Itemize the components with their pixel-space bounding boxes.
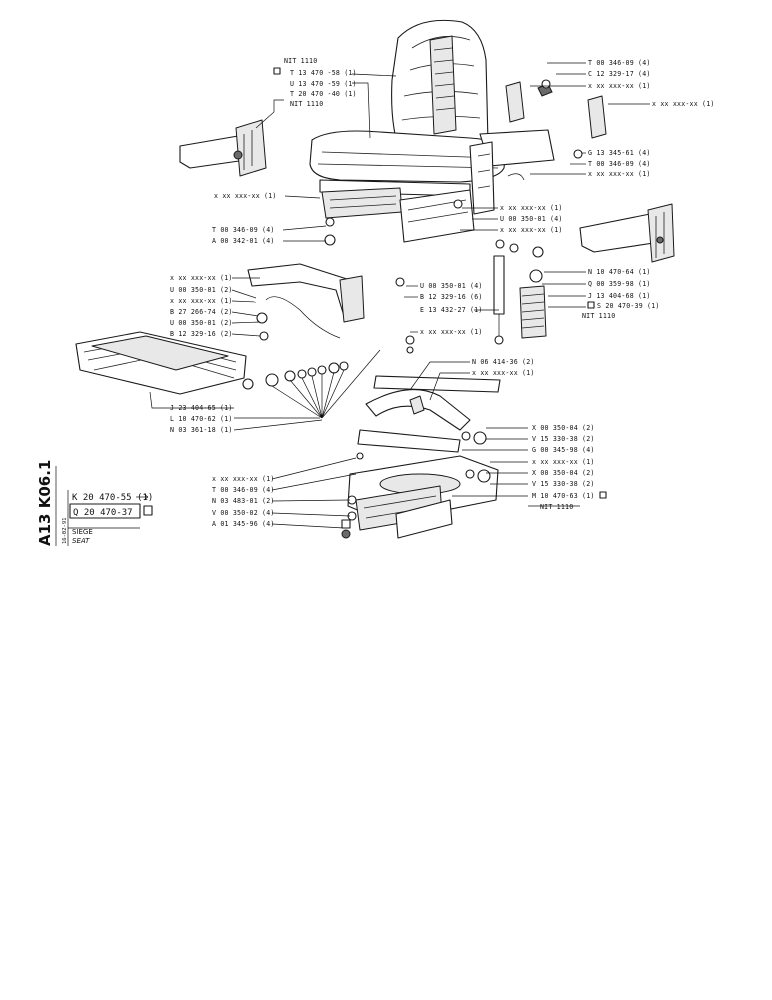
callout-c27: x xx xxx-xx (1) bbox=[500, 226, 563, 234]
callout-c19: C 12 329-17 (4) bbox=[588, 70, 651, 78]
caption-fr: SIEGE bbox=[72, 528, 93, 536]
callout-leaders bbox=[149, 62, 650, 529]
callout-c50: V 00 350-02 (4) bbox=[212, 509, 275, 517]
ref-kit: Q 20 470-37 bbox=[73, 508, 133, 518]
small-brackets bbox=[505, 81, 607, 139]
callout-c28: N 10 470-64 (1) bbox=[588, 268, 651, 276]
callout-c22: G 13 345-61 (4) bbox=[588, 149, 651, 157]
scissor-mechanism bbox=[357, 375, 501, 453]
callout-c51: A 01 345-96 (4) bbox=[212, 520, 275, 528]
callout-c43: X 00 350-04 (2) bbox=[532, 469, 595, 477]
callout-c03: U 13 470 -59 (1) bbox=[290, 80, 357, 88]
callout-c24: x xx xxx-xx (1) bbox=[588, 170, 651, 178]
callout-c12: B 27 266-74 (2) bbox=[170, 308, 233, 316]
swivel-plate bbox=[341, 455, 499, 539]
callout-c49: N 03 483-01 (2) bbox=[212, 497, 275, 505]
callout-c26: U 00 350-01 (4) bbox=[500, 215, 563, 223]
back-bracket bbox=[469, 129, 555, 215]
callout-c30: J 13 404-68 (1) bbox=[588, 292, 651, 300]
callout-labels: NIT 1110 T 13 470 -58 (1) U 13 470 -59 (… bbox=[170, 57, 715, 528]
callout-c13: U 00 350-01 (2) bbox=[170, 319, 233, 327]
callout-c41: G 00 345-98 (4) bbox=[532, 446, 595, 454]
callout-c18: T 00 346-09 (4) bbox=[588, 59, 651, 67]
callout-c33: U 00 350-01 (4) bbox=[420, 282, 483, 290]
date-stamp: 16-02-91 bbox=[62, 518, 68, 545]
ref-main: K 20 470-55 (1) bbox=[72, 493, 153, 503]
callout-c29: Q 00 359-98 (1) bbox=[588, 280, 651, 288]
callout-c14: B 12 329-16 (2) bbox=[170, 330, 233, 338]
callout-c06: x xx xxx-xx (1) bbox=[214, 192, 277, 200]
callout-c07: T 00 346-09 (4) bbox=[212, 226, 275, 234]
callout-c17: N 03 361-18 (1) bbox=[170, 426, 233, 434]
callout-c21: x xx xxx-xx (1) bbox=[652, 100, 715, 108]
callout-c25: x xx xxx-xx (1) bbox=[500, 204, 563, 212]
callout-c40: V 15 330-38 (2) bbox=[532, 435, 595, 443]
armrest-right bbox=[579, 203, 675, 263]
bolt-fan-leaders bbox=[271, 349, 381, 419]
callout-c01: NIT 1110 bbox=[284, 57, 317, 65]
title-block: A13 K06.1 16-02-91 K 20 470-55 (1) Q 20 … bbox=[36, 460, 153, 546]
callout-c31: S 20 470-39 (1) bbox=[597, 302, 660, 310]
left-frame-bracket bbox=[247, 263, 365, 339]
callout-c42: x xx xxx-xx (1) bbox=[532, 458, 595, 466]
page-code: A13 K06.1 bbox=[36, 460, 54, 546]
callout-c08: A 00 342-01 (4) bbox=[212, 237, 275, 245]
callout-c04: T 20 470 -40 (1) bbox=[290, 90, 357, 98]
callout-c16: L 10 470-62 (1) bbox=[170, 415, 233, 423]
slide-rails bbox=[321, 187, 475, 243]
callout-c20: x xx xxx-xx (1) bbox=[588, 82, 651, 90]
callout-c38: x xx xxx-xx (1) bbox=[472, 369, 535, 377]
callout-c36: x xx xxx-xx (1) bbox=[420, 328, 483, 336]
callout-c45: M 10 470-63 (1) bbox=[532, 492, 595, 500]
seat-backrest bbox=[391, 19, 489, 151]
callout-c44: V 15 330-38 (2) bbox=[532, 480, 595, 488]
callout-c35: E 13 432-27 (1) bbox=[420, 306, 483, 314]
callout-c34: B 12 329-16 (6) bbox=[420, 293, 483, 301]
callout-c39: X 00 350-04 (2) bbox=[532, 424, 595, 432]
callout-c47: x xx xxx-xx (1) bbox=[212, 475, 275, 483]
base-cushion bbox=[75, 331, 247, 395]
armrest-left bbox=[179, 119, 267, 177]
callout-c37: N 06 414-36 (2) bbox=[472, 358, 535, 366]
callout-c10: U 00 350-01 (2) bbox=[170, 286, 233, 294]
callout-c05: NIT 1110 bbox=[290, 100, 323, 108]
callout-c02: T 13 470 -58 (1) bbox=[290, 69, 357, 77]
shock-absorber bbox=[493, 255, 547, 345]
caption-en: SEAT bbox=[72, 537, 90, 545]
callout-c11: x xx xxx-xx (1) bbox=[170, 297, 233, 305]
callout-c46: NIT 1110 bbox=[540, 503, 573, 511]
callout-c32: NIT 1110 bbox=[582, 312, 615, 320]
callout-c23: T 00 346-09 (4) bbox=[588, 160, 651, 168]
callout-c48: T 00 346-09 (4) bbox=[212, 486, 275, 494]
callout-c09: x xx xxx-xx (1) bbox=[170, 274, 233, 282]
callout-c15: J 23 404-65 (1) bbox=[170, 404, 233, 412]
